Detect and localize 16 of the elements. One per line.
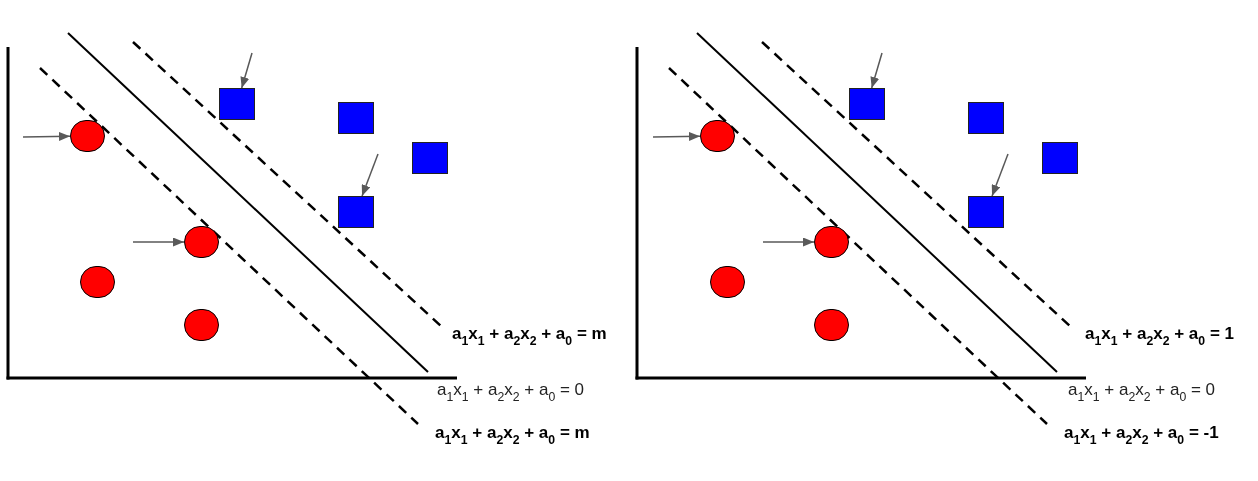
arrow (652, 131, 701, 141)
data-point-square (338, 102, 374, 134)
arrow (762, 237, 815, 247)
data-point-square (338, 196, 374, 228)
arrow (132, 237, 185, 247)
data-point-square (968, 102, 1004, 134)
data-point-square (219, 88, 255, 120)
data-point-square (968, 196, 1004, 228)
arrow (22, 131, 71, 141)
data-point-square (412, 142, 448, 174)
arrow (870, 52, 883, 89)
data-point-square (1042, 142, 1078, 174)
arrow (240, 52, 253, 89)
arrow (991, 153, 1009, 197)
arrow (361, 153, 379, 197)
data-point-square (849, 88, 885, 120)
